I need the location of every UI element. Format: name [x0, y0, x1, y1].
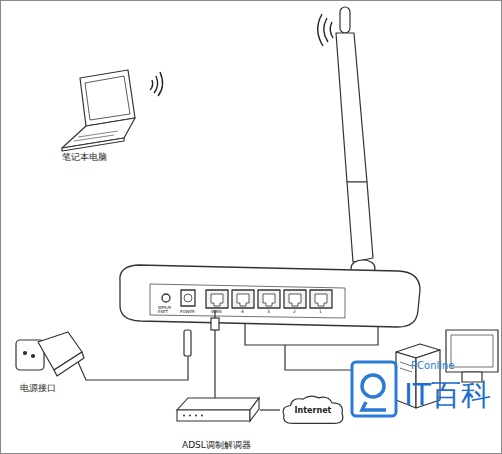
power-adapter-part	[24, 352, 27, 355]
router-body-part	[211, 294, 223, 306]
router-body-part	[120, 265, 420, 327]
desktop-pc-part	[400, 362, 412, 366]
antenna-part	[336, 33, 367, 182]
router-body-part	[289, 294, 301, 306]
power-adapter-part	[184, 330, 191, 356]
wifi-waves-part	[318, 14, 323, 46]
laptop-icon	[62, 70, 135, 151]
watermark-text: IT百科	[404, 378, 491, 411]
port-label: POWER	[180, 310, 195, 314]
laptop-icon-part	[62, 138, 124, 151]
router-body-part	[263, 294, 275, 306]
laptop-icon-part	[85, 76, 130, 120]
laptop-icon-part	[80, 70, 135, 126]
power-adapter	[16, 330, 191, 376]
wifi-waves-part	[150, 80, 153, 90]
modem-device: ADSL调制解调器	[176, 397, 260, 423]
modem-face	[250, 398, 259, 421]
desktop-pc-part	[451, 335, 493, 367]
watermark-logo-part	[352, 362, 396, 416]
wifi-waves-part	[158, 72, 163, 96]
device-label: 电源接口	[20, 384, 56, 394]
router-body-part	[184, 294, 192, 302]
modem-led	[201, 415, 203, 417]
cloud-label: Internet	[295, 406, 332, 415]
antenna-part	[347, 182, 373, 262]
cables	[78, 310, 396, 400]
router-body-part	[315, 294, 327, 306]
port-label: 2	[293, 310, 296, 315]
connector-line	[260, 409, 280, 410]
modem-led	[195, 415, 197, 417]
antenna-part	[340, 7, 350, 33]
port-label: WAN	[211, 310, 222, 315]
router-body-part	[181, 290, 195, 306]
router-body	[120, 265, 420, 327]
router-body-part	[284, 290, 306, 308]
device-label: ADSL调制解调器	[182, 439, 251, 452]
modem-led	[189, 415, 191, 417]
port-label: 3	[267, 310, 270, 315]
watermark-text: PConline	[411, 360, 455, 371]
watermark-logo-part	[362, 375, 384, 397]
port-label: WPS/RESET	[158, 306, 173, 315]
laptop-icon-part	[78, 131, 118, 137]
cloud-node: Internet	[280, 394, 346, 426]
laptop-icon-part	[74, 135, 114, 141]
cables-part	[78, 356, 188, 380]
watermark-logo	[352, 362, 396, 416]
wifi-waves-part	[154, 76, 158, 93]
router-body-part	[150, 284, 345, 318]
port-label: 1	[319, 310, 322, 315]
wifi-waves	[150, 14, 333, 96]
power-adapter-part	[32, 355, 35, 358]
watermark-logo-part	[362, 402, 386, 410]
router-body-part	[258, 290, 280, 308]
device-label: 笔记本电脑	[62, 153, 107, 163]
antenna	[336, 7, 375, 276]
wifi-waves-part	[330, 22, 333, 38]
router-body-part	[310, 290, 332, 308]
modem-outline	[176, 397, 260, 423]
cables-part	[211, 318, 219, 330]
modem-face	[177, 398, 259, 410]
cloud-shape	[283, 396, 343, 423]
router-body-part	[162, 294, 170, 302]
port-label: 4	[241, 310, 244, 315]
modem-face	[177, 410, 250, 421]
router-body-part	[206, 290, 228, 308]
wifi-waves-part	[324, 18, 328, 42]
router-body-part	[237, 294, 249, 306]
modem-led	[183, 415, 185, 417]
router-body-part	[232, 290, 254, 308]
desktop-pc-part	[400, 368, 412, 372]
